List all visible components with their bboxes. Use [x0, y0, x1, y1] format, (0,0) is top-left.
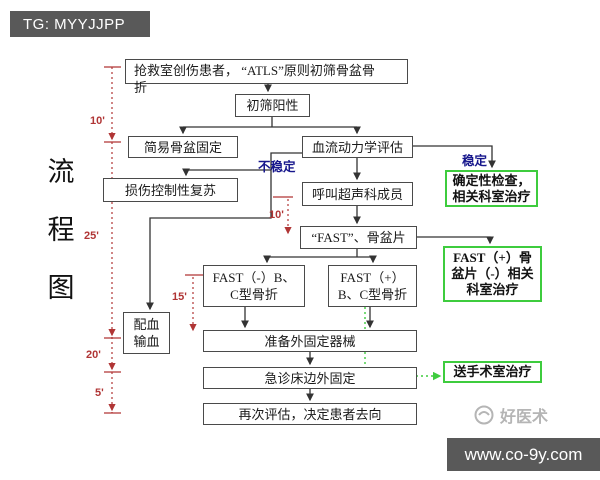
fast-pos-film-neg-line2: 盆片（-）相关	[451, 266, 534, 281]
timeline-label-20min: 20'	[86, 349, 101, 361]
fast-negative-line2: C型骨折	[230, 287, 278, 302]
flow-box-simple-fixation: 简易骨盆固定	[128, 136, 238, 158]
flow-box-call-ultrasound: 呼叫超声科成员	[302, 182, 413, 206]
flow-box-hemodynamic: 血流动力学评估	[302, 136, 413, 158]
timeline-label-5min: 5'	[95, 387, 104, 399]
flow-box-screen-positive: 初筛阳性	[235, 94, 310, 117]
flow-box-fast-positive: FAST（+） B、C型骨折	[328, 265, 417, 307]
blood-line1: 配血	[133, 317, 160, 332]
definitive-line2: 相关科室治疗	[452, 188, 531, 204]
reassess-label: 再次评估，决定患者去向	[238, 406, 382, 422]
flow-box-prepare-fixator: 准备外固定器械	[203, 330, 417, 352]
branch-label-stable: 稳定	[462, 150, 488, 172]
definitive-line1: 确定性检查，	[452, 172, 531, 188]
flow-box-definitive-care: 确定性检查， 相关科室治疗	[445, 170, 538, 207]
damage-control-label: 损伤控制性复苏	[124, 182, 216, 198]
timeline-label-inner-10min: 10'	[269, 209, 284, 221]
prepare-fixator-label: 准备外固定器械	[264, 333, 356, 349]
footer-url-bar: www.co-9y.com	[447, 438, 600, 471]
flow-box-fast-pelvic-film: “FAST”、骨盆片	[300, 226, 417, 249]
flow-box-fast-negative: FAST（-）B、 C型骨折	[203, 265, 305, 307]
call-ultrasound-label: 呼叫超声科成员	[311, 186, 403, 202]
tg-badge-label: TG: MYYJJPP	[23, 15, 126, 33]
tg-badge: TG: MYYJJPP	[10, 11, 150, 37]
flow-box-bedside-fixation: 急诊床边外固定	[203, 367, 417, 389]
timeline-label-10min: 10'	[90, 115, 105, 127]
fast-positive-line2: B、C型骨折	[337, 287, 408, 302]
flow-box-operating-room: 送手术室治疗	[443, 361, 542, 383]
atls-line2: 折	[134, 80, 148, 95]
flow-box-atls-screening: 抢救室创伤患者， “ATLS”原则初筛骨盆骨 折	[125, 59, 408, 95]
timeline-label-inner-15min: 15'	[172, 291, 187, 303]
footer-url-text: www.co-9y.com	[464, 444, 583, 464]
brand-logo-icon	[474, 405, 494, 425]
operating-room-label: 送手术室治疗	[453, 364, 532, 379]
atls-line1: 抢救室创伤患者， “ATLS”原则初筛骨盆骨	[134, 63, 375, 78]
timeline-label-25min: 25'	[84, 230, 99, 242]
page-title: 流 程 图	[45, 158, 77, 302]
fast-negative-line1: FAST（-）B、	[212, 270, 296, 285]
flow-box-blood-transfusion: 配血 输血	[123, 312, 170, 354]
screen-positive-label: 初筛阳性	[246, 98, 299, 113]
simple-fixation-label: 简易骨盆固定	[143, 139, 222, 155]
title-char-3: 图	[47, 273, 75, 303]
fast-pos-film-neg-line1: FAST（+）骨	[453, 250, 532, 265]
watermark: 好医术	[473, 403, 548, 427]
watermark-brand-text: 好医术	[500, 409, 549, 426]
fast-positive-line1: FAST（+）	[340, 270, 405, 285]
flow-box-reassess: 再次评估，决定患者去向	[203, 403, 417, 425]
fast-pos-film-neg-line3: 科室治疗	[466, 282, 519, 297]
title-char-2: 程	[47, 215, 75, 245]
title-char-1: 流	[47, 157, 75, 187]
flow-box-fast-pos-film-neg: FAST（+）骨 盆片（-）相关 科室治疗	[443, 246, 542, 302]
blood-line2: 输血	[133, 334, 160, 349]
hemodynamic-label: 血流动力学评估	[311, 139, 403, 155]
flow-box-damage-control: 损伤控制性复苏	[103, 178, 238, 202]
bedside-fixation-label: 急诊床边外固定	[264, 370, 356, 386]
branch-label-unstable: 不稳定	[258, 160, 296, 174]
fast-pelvic-label: “FAST”、骨盆片	[311, 230, 406, 245]
